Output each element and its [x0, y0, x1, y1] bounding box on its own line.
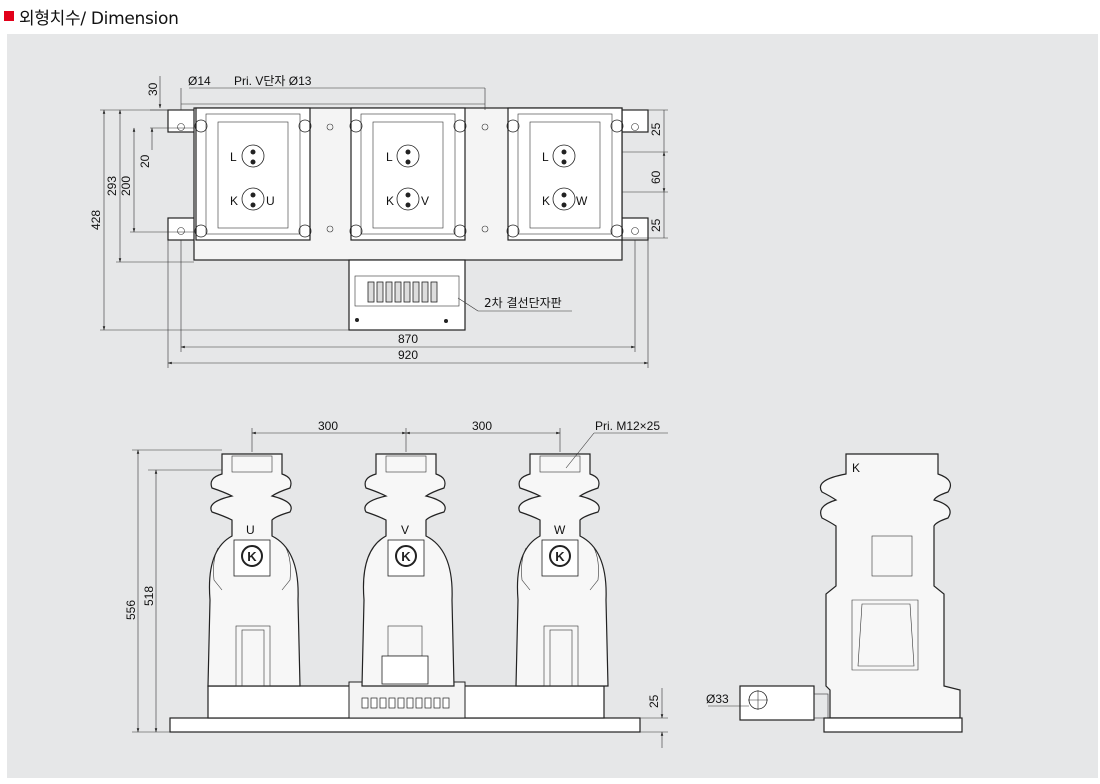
top-view: L K U L K V L K W 2차 결선단자판	[89, 74, 668, 368]
unit-v-top-label: L	[386, 150, 393, 164]
dim-diameter-33: Ø33	[706, 692, 729, 706]
phase-w-label: W	[554, 523, 566, 537]
front-view: K K K U V W 300	[124, 419, 668, 748]
section-title: 외형치수/ Dimension	[4, 2, 179, 30]
top-unit-w	[506, 107, 624, 241]
dim-pri-m12: Pri. M12×25	[595, 419, 660, 433]
dim-200: 200	[119, 176, 133, 196]
insulator-w: K	[515, 453, 609, 687]
dim-30: 30	[146, 82, 160, 96]
dim-920: 920	[398, 348, 418, 362]
secondary-terminal-box	[348, 259, 466, 331]
dim-518: 518	[142, 586, 156, 606]
terminal-board-label: 2차 결선단자판	[484, 296, 562, 310]
insulator-u: K	[207, 453, 301, 687]
side-label-k: K	[852, 461, 860, 475]
dim-25-bottom: 25	[649, 218, 663, 232]
side-view: K Ø33	[706, 453, 963, 733]
unit-w-phase-label: W	[576, 194, 588, 208]
red-square-icon	[4, 11, 14, 21]
dim-428: 428	[89, 210, 103, 230]
dim-25-front: 25	[647, 694, 661, 708]
side-base	[823, 717, 963, 733]
dim-20: 20	[138, 154, 152, 168]
unit-v-bottom-label: K	[386, 194, 394, 208]
side-window	[871, 535, 913, 577]
unit-u-top-label: L	[230, 150, 237, 164]
dim-300-left: 300	[318, 419, 338, 433]
phase-v-label: V	[401, 523, 409, 537]
svg-text:K: K	[555, 549, 565, 564]
section-title-text: 외형치수/ Dimension	[19, 8, 179, 29]
dim-870: 870	[398, 332, 418, 346]
top-unit-v	[349, 107, 467, 241]
phase-u-label: U	[246, 523, 255, 537]
unit-w-bottom-label: K	[542, 194, 550, 208]
svg-text:K: K	[247, 549, 257, 564]
dim-300-right: 300	[472, 419, 492, 433]
unit-u-phase-label: U	[266, 194, 275, 208]
side-terminal-box	[739, 685, 815, 721]
side-insulator	[819, 453, 961, 719]
dim-293: 293	[105, 176, 119, 196]
mounting-holes	[177, 123, 639, 235]
dim-pri-v-terminal: Pri. V단자 Ø13	[234, 74, 312, 88]
unit-u-bottom-label: K	[230, 194, 238, 208]
unit-v-phase-label: V	[421, 194, 429, 208]
dim-diameter-14: Ø14	[188, 74, 211, 88]
dim-556: 556	[124, 600, 138, 620]
insulator-v: K	[361, 453, 455, 687]
svg-text:K: K	[401, 549, 411, 564]
dim-60: 60	[649, 170, 663, 184]
front-base-plate	[169, 717, 641, 733]
top-unit-u	[194, 107, 312, 241]
unit-w-top-label: L	[542, 150, 549, 164]
dim-25-top: 25	[649, 122, 663, 136]
